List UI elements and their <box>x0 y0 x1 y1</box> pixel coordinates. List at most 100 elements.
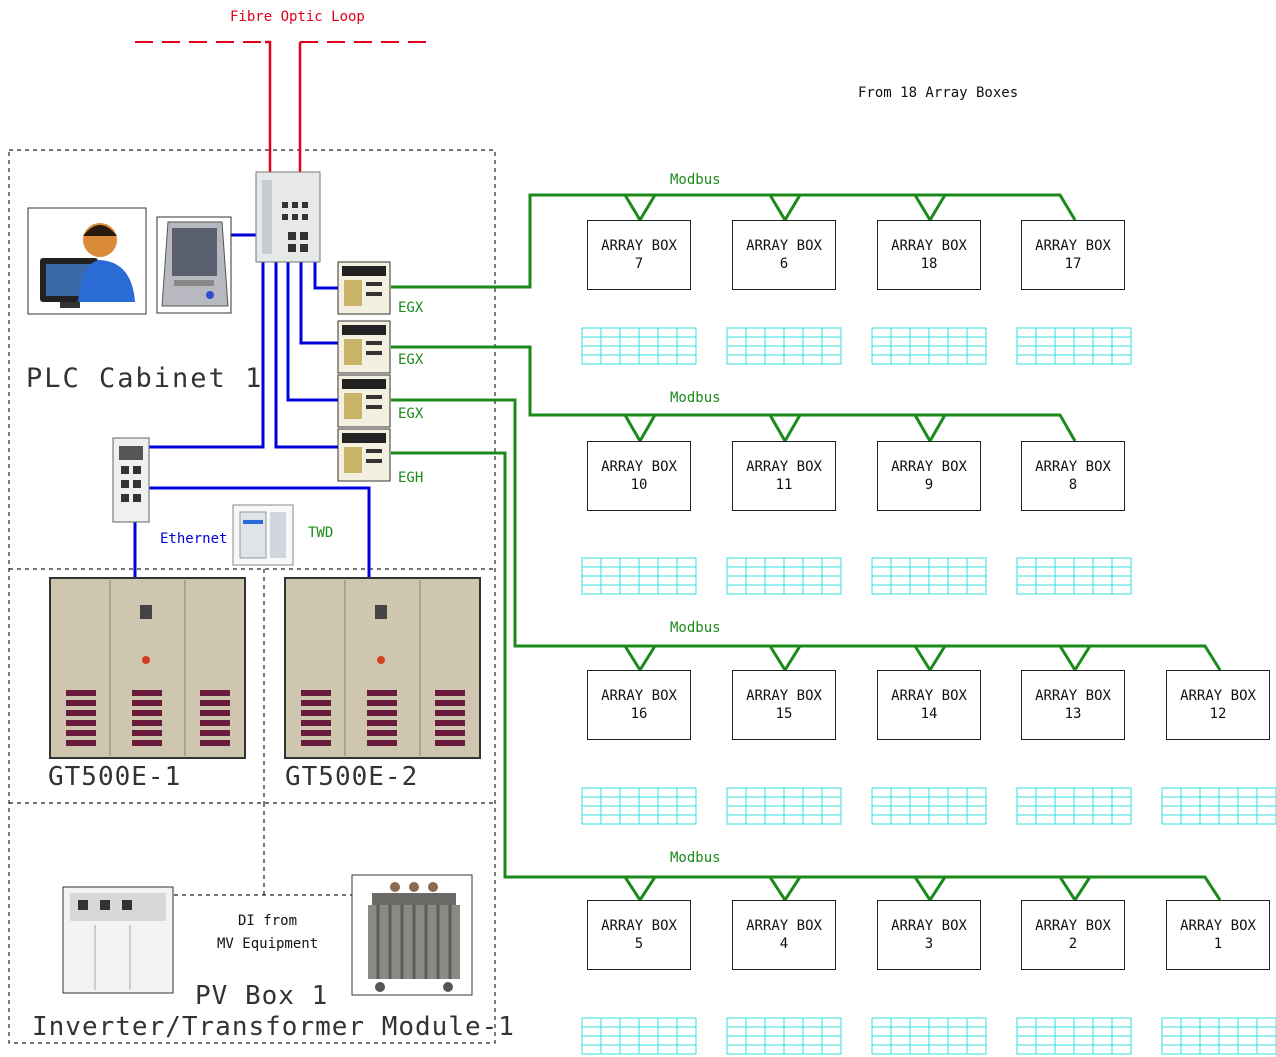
pv-array-icon <box>1017 558 1131 594</box>
pv-array-icon <box>872 1018 986 1054</box>
din-switch-icon <box>113 438 149 522</box>
array-box-number: 16 <box>588 705 690 723</box>
array-box: ARRAY BOX14 <box>877 670 981 740</box>
array-box-number: 14 <box>878 705 980 723</box>
egx-gateway-icon <box>338 375 390 427</box>
array-box-label: ARRAY BOX <box>1022 687 1124 705</box>
pv-array-icon <box>727 328 841 364</box>
modbus-links <box>391 195 1220 900</box>
modbus-label-2: Modbus <box>670 391 721 405</box>
array-box-number: 2 <box>1022 935 1124 953</box>
array-box-label: ARRAY BOX <box>1022 237 1124 255</box>
operator-workstation-icon <box>28 208 146 314</box>
array-box-number: 5 <box>588 935 690 953</box>
modbus-label-1: Modbus <box>670 173 721 187</box>
ethernet-switch-icon <box>256 172 320 262</box>
fibre-loop-label: Fibre Optic Loop <box>230 10 365 24</box>
pv-array-icon <box>1017 328 1131 364</box>
egx-gateway-icon <box>338 321 390 373</box>
fibre-optic-loop <box>135 42 435 175</box>
egx-gateway-icon <box>338 429 390 481</box>
ethernet-label: Ethernet <box>160 532 227 546</box>
modbus-label-3: Modbus <box>670 621 721 635</box>
array-box-number: 8 <box>1022 476 1124 494</box>
array-box-number: 17 <box>1022 255 1124 273</box>
array-box-number: 10 <box>588 476 690 494</box>
gt2-label: GT500E-2 <box>285 764 418 790</box>
array-box-label: ARRAY BOX <box>1022 458 1124 476</box>
array-box-label: ARRAY BOX <box>733 917 835 935</box>
plc-cabinet-label: PLC Cabinet 1 <box>26 365 263 392</box>
array-box-label: ARRAY BOX <box>588 917 690 935</box>
pv-array-icon <box>872 788 986 824</box>
array-box-label: ARRAY BOX <box>878 458 980 476</box>
module-label: Inverter/Transformer Module-1 <box>32 1014 515 1040</box>
array-box-label: ARRAY BOX <box>1167 687 1269 705</box>
array-box-label: ARRAY BOX <box>878 687 980 705</box>
pc-tower-icon <box>157 217 231 313</box>
array-box-number: 18 <box>878 255 980 273</box>
array-box-number: 9 <box>878 476 980 494</box>
pv-array-icon <box>582 1018 696 1054</box>
array-box-label: ARRAY BOX <box>733 237 835 255</box>
pv-array-icon <box>1017 788 1131 824</box>
array-box-label: ARRAY BOX <box>1167 917 1269 935</box>
array-box-number: 15 <box>733 705 835 723</box>
mv-switchgear-icon <box>63 887 173 993</box>
pv-array-icon <box>872 328 986 364</box>
array-box-label: ARRAY BOX <box>878 237 980 255</box>
pv-array-icon <box>1162 1018 1276 1054</box>
pv-array-icon <box>582 788 696 824</box>
array-box-number: 7 <box>588 255 690 273</box>
array-box-number: 1 <box>1167 935 1269 953</box>
array-box-label: ARRAY BOX <box>588 458 690 476</box>
egx-gateway-icon <box>338 262 390 314</box>
di-label-line1: DI from <box>238 914 297 928</box>
inverter-cabinet-icon <box>50 578 245 758</box>
egh-label: EGH <box>398 471 423 485</box>
array-box-number: 13 <box>1022 705 1124 723</box>
array-box-number: 3 <box>878 935 980 953</box>
egx-label-3: EGX <box>398 407 423 421</box>
pv-array-icon <box>582 328 696 364</box>
array-box-label: ARRAY BOX <box>588 237 690 255</box>
array-box-label: ARRAY BOX <box>733 687 835 705</box>
twd-label: TWD <box>308 526 333 540</box>
pv-array-icon <box>727 558 841 594</box>
pv-array-icon <box>1017 1018 1131 1054</box>
array-box-number: 11 <box>733 476 835 494</box>
pv-array-icon <box>727 1018 841 1054</box>
modbus-label-4: Modbus <box>670 851 721 865</box>
egx-label-2: EGX <box>398 353 423 367</box>
array-box-label: ARRAY BOX <box>878 917 980 935</box>
pv-array-icon <box>1162 788 1276 824</box>
from-array-boxes-label: From 18 Array Boxes <box>858 86 1018 100</box>
array-box-label: ARRAY BOX <box>733 458 835 476</box>
inverter-cabinet-icon <box>285 578 480 758</box>
twd-plc-icon <box>233 505 293 565</box>
gt1-label: GT500E-1 <box>48 764 181 790</box>
pv-array-icon <box>727 788 841 824</box>
pv-box-label: PV Box 1 <box>195 983 328 1009</box>
di-label-line2: MV Equipment <box>217 937 318 951</box>
array-box-number: 6 <box>733 255 835 273</box>
array-box-label: ARRAY BOX <box>1022 917 1124 935</box>
array-box-number: 4 <box>733 935 835 953</box>
